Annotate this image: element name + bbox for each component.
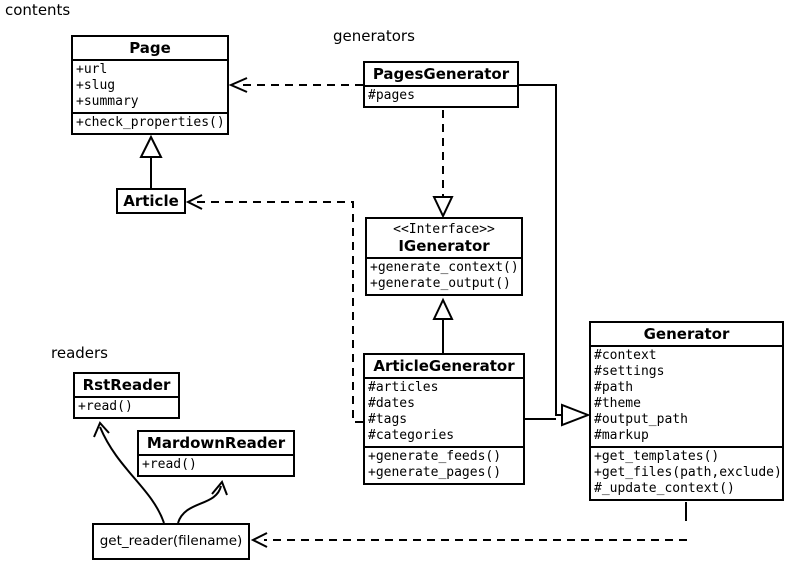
package-label-readers: readers bbox=[51, 344, 108, 362]
method: +get_templates() bbox=[594, 449, 720, 464]
attribute: +slug bbox=[76, 78, 116, 93]
class-articlegenerator-attributes: #articles #dates #tags #categories bbox=[365, 377, 523, 446]
relation-pagesgenerator-implements-igenerator bbox=[432, 110, 454, 219]
class-mardownreader-title: MardownReader bbox=[146, 434, 286, 452]
class-pagesgenerator-attributes: #pages bbox=[365, 85, 517, 106]
method: +check_properties() bbox=[76, 115, 225, 130]
class-page-methods: +check_properties() bbox=[73, 112, 227, 133]
class-article: Article bbox=[116, 188, 186, 214]
method: +generate_pages() bbox=[368, 465, 502, 480]
class-generator: Generator #context #settings #path #them… bbox=[589, 321, 784, 501]
attribute: #theme bbox=[594, 396, 641, 411]
class-pagesgenerator-title: PagesGenerator bbox=[372, 65, 510, 83]
class-page-attributes: +url +slug +summary bbox=[73, 59, 227, 112]
attribute: #output_path bbox=[594, 412, 688, 427]
attribute: #tags bbox=[368, 412, 408, 427]
attribute: #dates bbox=[368, 396, 415, 411]
attribute: #pages bbox=[368, 88, 415, 103]
method: +generate_context() bbox=[370, 260, 519, 275]
relation-articlegenerator-uses-article bbox=[185, 194, 363, 423]
package-label-generators: generators bbox=[333, 27, 415, 45]
attribute: #context bbox=[594, 348, 657, 363]
method: +read() bbox=[78, 399, 133, 414]
method: #_update_context() bbox=[594, 481, 735, 496]
class-rstreader-methods: +read() bbox=[75, 396, 178, 417]
relation-getreader-to-mardownreader bbox=[177, 480, 228, 524]
class-pagesgenerator: PagesGenerator #pages bbox=[363, 61, 519, 108]
relation-getreader-to-rstreader bbox=[93, 421, 165, 524]
class-generator-attributes: #context #settings #path #theme #output_… bbox=[591, 345, 782, 446]
class-page: Page +url +slug +summary +check_properti… bbox=[71, 35, 229, 135]
class-articlegenerator: ArticleGenerator #articles #dates #tags … bbox=[363, 353, 525, 485]
attribute: #articles bbox=[368, 380, 439, 395]
attribute: #path bbox=[594, 380, 634, 395]
method: +generate_feeds() bbox=[368, 449, 502, 464]
class-mardownreader-methods: +read() bbox=[139, 454, 293, 475]
class-mardownreader: MardownReader +read() bbox=[137, 430, 295, 477]
class-rstreader: RstReader +read() bbox=[73, 372, 180, 419]
class-igenerator-methods: +generate_context() +generate_output() bbox=[367, 257, 521, 294]
class-page-title: Page bbox=[129, 39, 171, 57]
attribute: +url bbox=[76, 62, 108, 77]
relation-article-extends-page bbox=[139, 134, 163, 188]
class-igenerator-stereotype: <<Interface>> bbox=[393, 222, 495, 237]
attribute: #settings bbox=[594, 364, 665, 379]
function-get-reader: get_reader(filename) bbox=[92, 523, 250, 560]
relation-generator-uses-getreader bbox=[250, 502, 687, 548]
class-articlegenerator-methods: +generate_feeds() +generate_pages() bbox=[365, 446, 523, 483]
class-igenerator: <<Interface>> IGenerator +generate_conte… bbox=[365, 217, 523, 296]
class-igenerator-title: IGenerator bbox=[398, 237, 490, 255]
attribute: #categories bbox=[368, 428, 455, 443]
method: +get_files(path,exclude) bbox=[594, 465, 782, 480]
attribute: #markup bbox=[594, 428, 649, 443]
class-article-title: Article bbox=[123, 192, 179, 210]
class-articlegenerator-title: ArticleGenerator bbox=[373, 357, 515, 375]
class-rstreader-title: RstReader bbox=[82, 376, 171, 394]
class-generator-methods: +get_templates() +get_files(path,exclude… bbox=[591, 446, 782, 499]
attribute: +summary bbox=[76, 94, 139, 109]
method: +read() bbox=[142, 457, 197, 472]
relation-pagesgenerator-uses-page bbox=[228, 77, 363, 93]
class-generator-title: Generator bbox=[643, 325, 730, 343]
relation-articlegenerator-extends-igenerator bbox=[432, 297, 454, 353]
relation-generators-extend-generator bbox=[519, 84, 591, 427]
method: +generate_output() bbox=[370, 276, 511, 291]
package-label-contents: contents bbox=[5, 1, 71, 19]
